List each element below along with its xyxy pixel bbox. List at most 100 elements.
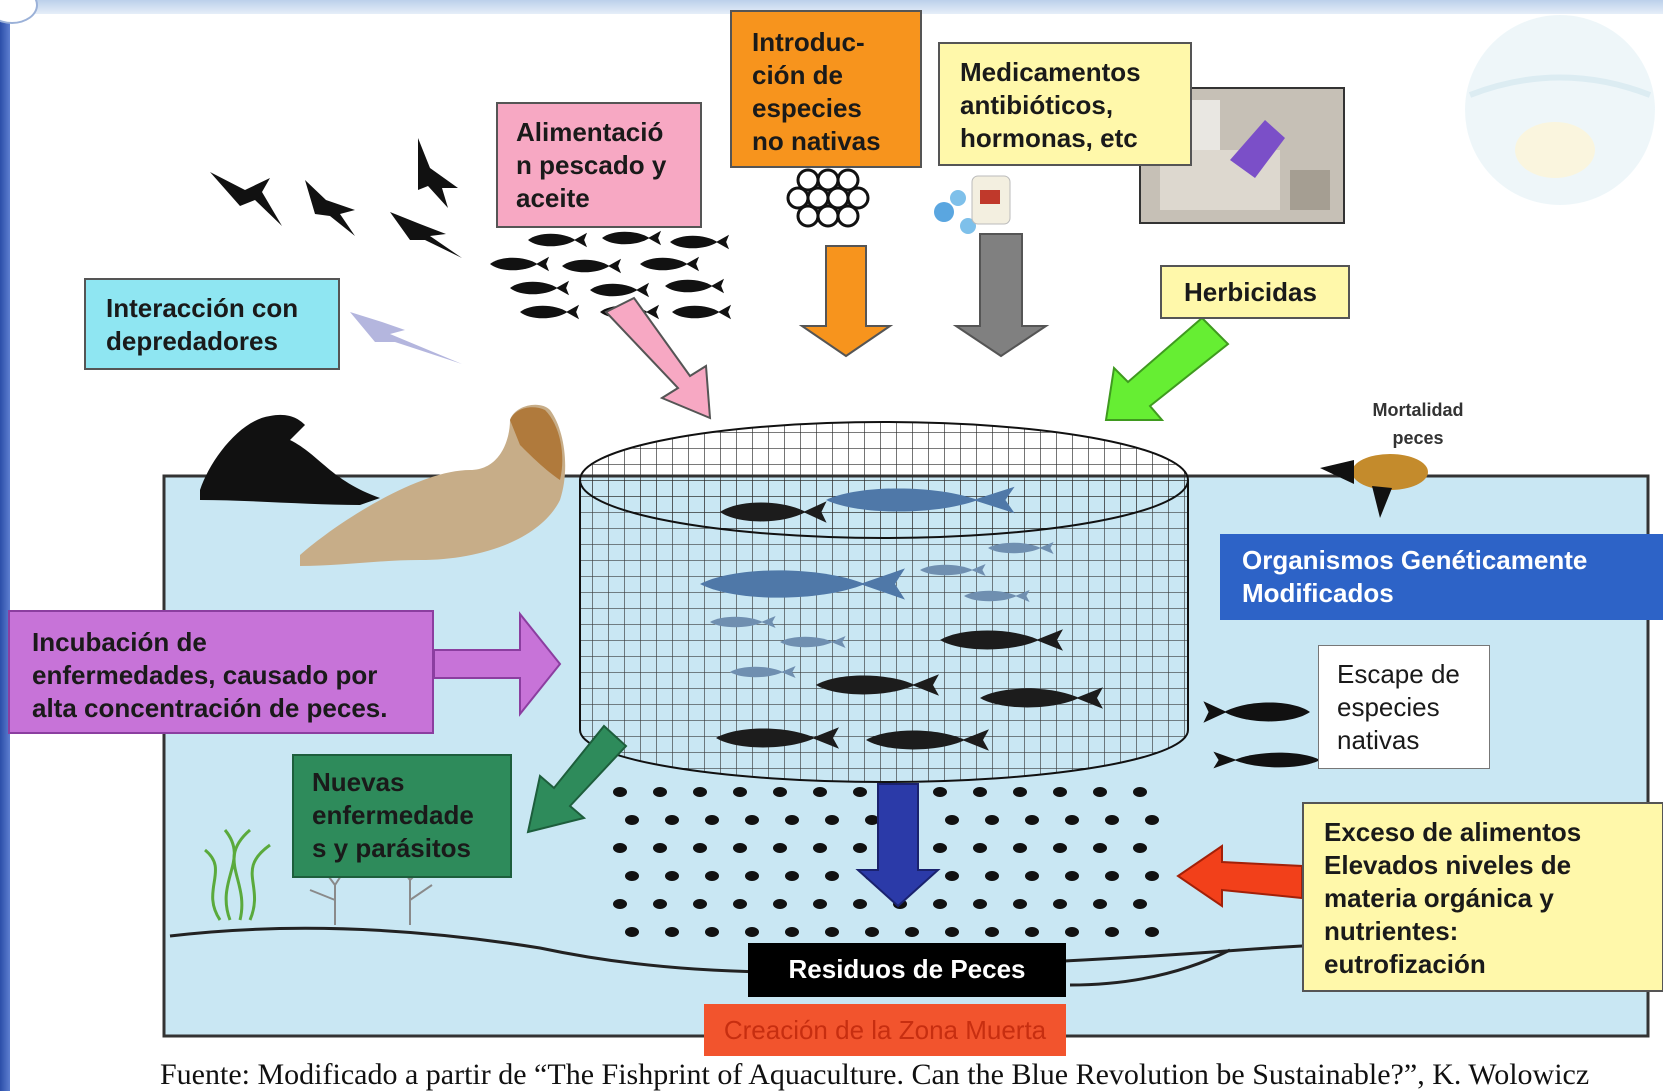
new-diseases-label-line: Nuevas — [312, 767, 405, 797]
waste-pellet — [653, 843, 667, 853]
medication-label: Medicamentos antibióticos, hormonas, etc — [938, 42, 1192, 166]
introduccion-arrow — [798, 245, 894, 358]
waste-pellet — [1093, 843, 1107, 853]
waste-pellet — [825, 927, 839, 937]
waste-pellet — [813, 787, 827, 797]
waste-pellet — [1065, 815, 1079, 825]
excess-label-line: Elevados niveles de — [1324, 850, 1572, 880]
waste-pellet — [1053, 787, 1067, 797]
waste-pellet — [613, 787, 627, 797]
predator-label-line: Interacción con — [106, 293, 299, 323]
exceso-arrow — [1176, 844, 1303, 908]
non-native-label-line: no nativas — [752, 126, 881, 156]
seabed-curve — [1069, 948, 1231, 987]
new-diseases-label: Nuevas enfermedade s y parásitos — [292, 754, 512, 878]
window-top-border — [0, 0, 1663, 14]
medication-label-line: hormonas, etc — [960, 123, 1138, 153]
waste-pellet — [945, 815, 959, 825]
waste-pellet — [1105, 815, 1119, 825]
net-cage — [579, 421, 1189, 783]
waste-pellet — [1093, 899, 1107, 909]
waste-pellet — [973, 899, 987, 909]
waste-pellet — [985, 927, 999, 937]
waste-pellet — [985, 815, 999, 825]
waste-pellet — [733, 843, 747, 853]
waste-pellet — [745, 815, 759, 825]
waste-pellet — [693, 843, 707, 853]
waste-pellet — [613, 899, 627, 909]
waste-pellet — [665, 871, 679, 881]
waste-pellet — [1145, 927, 1159, 937]
waste-pellet — [1065, 927, 1079, 937]
mortality-label-line: Mortalidad — [1372, 400, 1464, 420]
alimentacion-arrow — [604, 296, 712, 420]
waste-pellet — [745, 871, 759, 881]
waste-pellet — [1053, 899, 1067, 909]
medication-label-line: antibióticos, — [960, 90, 1114, 120]
source-caption: Fuente: Modificado a partir de “The Fish… — [160, 1058, 1590, 1091]
waste-pellets — [613, 787, 1159, 937]
waste-pellet — [945, 927, 959, 937]
gmo-label: Organismos Genéticamente Modificados — [1220, 534, 1663, 620]
medicamentos-arrow — [952, 233, 1050, 358]
seaweed-icon — [204, 828, 271, 921]
waste-pellet — [825, 871, 839, 881]
non-native-label-line: Introduc- — [752, 27, 865, 57]
waste-pellet — [865, 815, 879, 825]
waste-pellet — [945, 871, 959, 881]
escape-label-line: especies — [1337, 692, 1440, 722]
waste-pellet — [773, 787, 787, 797]
waste-pellet — [1133, 899, 1147, 909]
waste-pellet — [1025, 927, 1039, 937]
window-left-border — [0, 0, 10, 1091]
incubation-label-line: Incubación de — [32, 627, 207, 657]
waste-pellet — [785, 871, 799, 881]
waste-pellet — [1105, 871, 1119, 881]
non-native-label-line: ción de — [752, 60, 844, 90]
waste-pellet — [773, 899, 787, 909]
species-escape-label: Escape de especies nativas — [1318, 645, 1490, 769]
waste-pellet — [973, 843, 987, 853]
waste-pellet — [665, 927, 679, 937]
waste-pellet — [733, 787, 747, 797]
waste-pellet — [653, 787, 667, 797]
waste-pellet — [865, 927, 879, 937]
sea-lion-icon — [200, 404, 566, 566]
gmo-label-line: Organismos Genéticamente — [1242, 545, 1588, 575]
incubation-label-line: enfermedades, causado por — [32, 660, 378, 690]
waste-pellet — [705, 927, 719, 937]
excess-label-line: eutrofización — [1324, 949, 1486, 979]
predator-interaction-label: Interacción con depredadores — [84, 278, 340, 370]
predator-label-line: depredadores — [106, 326, 278, 356]
waste-pellet — [625, 927, 639, 937]
escape-label-line: Escape de — [1337, 659, 1460, 689]
new-diseases-label-line: enfermedade — [312, 800, 474, 830]
waste-pellet — [825, 815, 839, 825]
flying-seabird-icon — [210, 138, 462, 258]
waste-pellet — [1133, 843, 1147, 853]
waste-pellet — [665, 815, 679, 825]
waste-pellet — [933, 843, 947, 853]
waste-pellet — [905, 927, 919, 937]
residuos-arrow — [855, 783, 941, 908]
waste-pellet — [625, 871, 639, 881]
dead-fish-icon — [1320, 454, 1428, 518]
feed-label-line: n pescado y — [516, 150, 667, 180]
herbicides-label: Herbicidas — [1160, 265, 1350, 319]
medication-label-line: Medicamentos — [960, 57, 1141, 87]
nuevas-arrow — [526, 724, 628, 834]
waste-pellet — [933, 787, 947, 797]
new-diseases-label-line: s y parásitos — [312, 833, 471, 863]
excess-label-line: nutrientes: — [1324, 916, 1459, 946]
non-native-label-line: especies — [752, 93, 862, 123]
waste-pellet — [853, 843, 867, 853]
gmo-label-line: Modificados — [1242, 578, 1394, 608]
fish-eggs-icon — [786, 168, 870, 228]
incubacion-arrow — [433, 611, 562, 717]
waste-pellet — [693, 899, 707, 909]
globe-watermark-icon — [1465, 15, 1655, 205]
disease-incubation-label: Incubación de enfermedades, causado por … — [8, 610, 434, 734]
waste-pellet — [613, 843, 627, 853]
waste-pellet — [653, 899, 667, 909]
herbicidas-arrow — [1104, 316, 1230, 421]
